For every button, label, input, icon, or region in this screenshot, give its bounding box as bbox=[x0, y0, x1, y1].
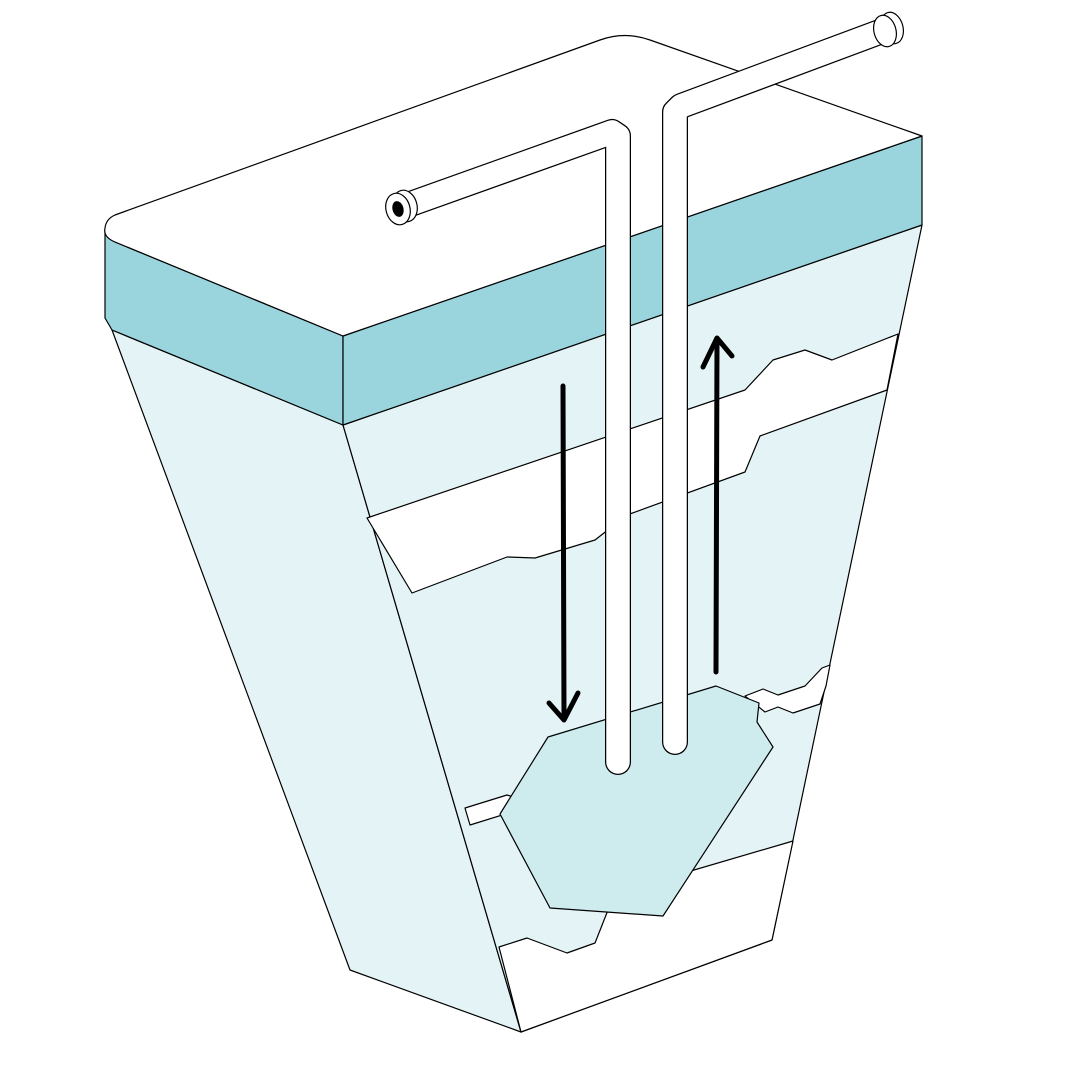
reservoir-rock bbox=[499, 685, 774, 917]
injection-pipe bbox=[385, 119, 631, 775]
flow-down-arrow-icon bbox=[546, 383, 581, 723]
upper-fracture bbox=[366, 333, 899, 594]
production-pipe bbox=[662, 11, 905, 755]
lower-fracture-right bbox=[744, 664, 831, 714]
pipe-outlet-icon bbox=[872, 11, 905, 48]
flow-up-arrow-icon bbox=[700, 335, 735, 675]
top-surface bbox=[104, 34, 923, 337]
pipe-inlet-icon bbox=[385, 189, 418, 226]
